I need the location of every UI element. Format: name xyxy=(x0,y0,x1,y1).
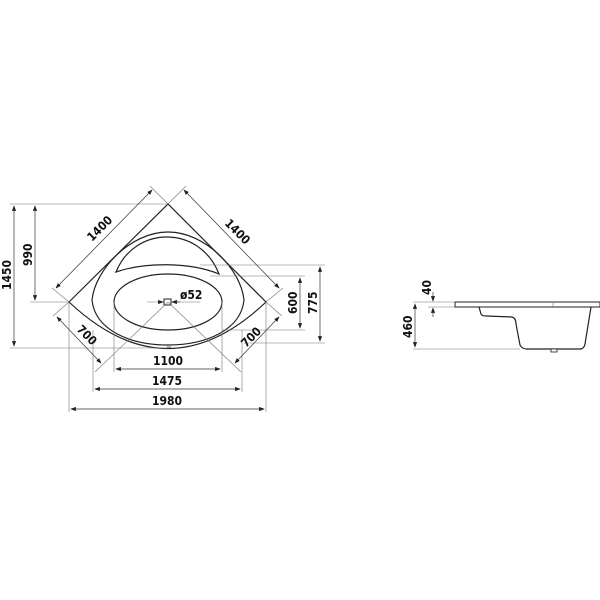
dim-1475: 1475 xyxy=(152,374,182,388)
dim-1400-left: 1400 xyxy=(84,213,115,244)
side-view: 40 460 xyxy=(401,280,600,353)
drain-label: ø52 xyxy=(180,288,202,302)
dim-40: 40 xyxy=(420,280,434,295)
drain-fitting xyxy=(550,348,558,353)
dim-1980: 1980 xyxy=(152,394,182,408)
tub-rim xyxy=(454,301,600,308)
dim-600: 600 xyxy=(286,291,300,314)
dim-700-left: 700 xyxy=(74,322,100,348)
tub-inner-basin xyxy=(91,231,245,346)
dim-1450: 1450 xyxy=(0,260,14,290)
dim-1100: 1100 xyxy=(153,354,183,368)
plan-view: ø52 1450 990 xyxy=(0,185,325,412)
dim-460: 460 xyxy=(401,315,415,338)
dim-990: 990 xyxy=(21,243,35,266)
dim-775: 775 xyxy=(306,291,320,314)
tub-body xyxy=(478,306,592,350)
dim-1400-right: 1400 xyxy=(222,216,253,247)
